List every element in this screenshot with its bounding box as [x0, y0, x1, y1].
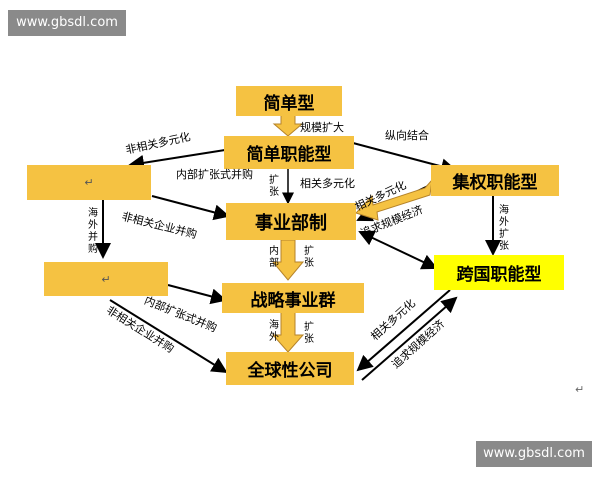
block-arrow-simple-to-simplefunc — [272, 114, 304, 137]
arrow-left2-to-strategic — [167, 284, 227, 305]
box-division: 事业部制 — [226, 203, 356, 240]
watermark-top: www.gbsdl.com — [8, 10, 126, 36]
label-expand-v2: 扩张 — [304, 246, 314, 269]
label-internal-expansion-acq: 内部扩张式并购 — [176, 168, 253, 181]
paragraph-mark: ↵ — [575, 383, 585, 396]
paragraph-mark: ↵ — [101, 272, 111, 286]
label-overseas-v: 海外 — [269, 320, 279, 343]
box-empty-left-1: ↵ — [27, 165, 151, 200]
box-simple: 简单型 — [236, 86, 342, 116]
label-overseas-expand: 海外扩张 — [499, 205, 509, 252]
paragraph-mark: ↵ — [84, 176, 94, 189]
box-empty-left-2: ↵ — [44, 262, 168, 296]
label-related-diversify-mid: 相关多元化 — [300, 177, 355, 190]
label-expand-v1: 扩张 — [269, 175, 279, 198]
box-simple-functional: 简单职能型 — [224, 136, 354, 169]
label-overseas-acq: 海外并购 — [88, 208, 98, 255]
block-arrow-division-to-strategic — [271, 239, 305, 281]
label-scale-expand: 规模扩大 — [300, 121, 344, 134]
watermark-bottom: www.gbsdl.com — [476, 441, 592, 467]
arrow-left2-to-global — [109, 299, 228, 374]
box-centralized-functional: 集权职能型 — [431, 165, 559, 196]
arrow-multinational-to-global — [356, 289, 451, 372]
label-internal-v: 内部 — [269, 246, 279, 269]
arrow-simplefunc-to-left1 — [128, 149, 226, 171]
arrow-left1-to-division — [151, 195, 230, 221]
box-global-company: 全球性公司 — [226, 352, 354, 385]
block-arrow-strategic-to-global — [271, 311, 305, 353]
box-multinational-functional: 跨国职能型 — [434, 255, 564, 290]
label-expand-v3: 扩张 — [304, 322, 314, 345]
box-strategic-group: 战略事业群 — [222, 283, 364, 313]
block-arrow-central-to-division — [355, 178, 433, 221]
label-vertical-integration: 纵向结合 — [385, 129, 429, 142]
arrow-division-multinational — [358, 230, 438, 270]
arrow-global-to-multinational — [361, 296, 458, 381]
